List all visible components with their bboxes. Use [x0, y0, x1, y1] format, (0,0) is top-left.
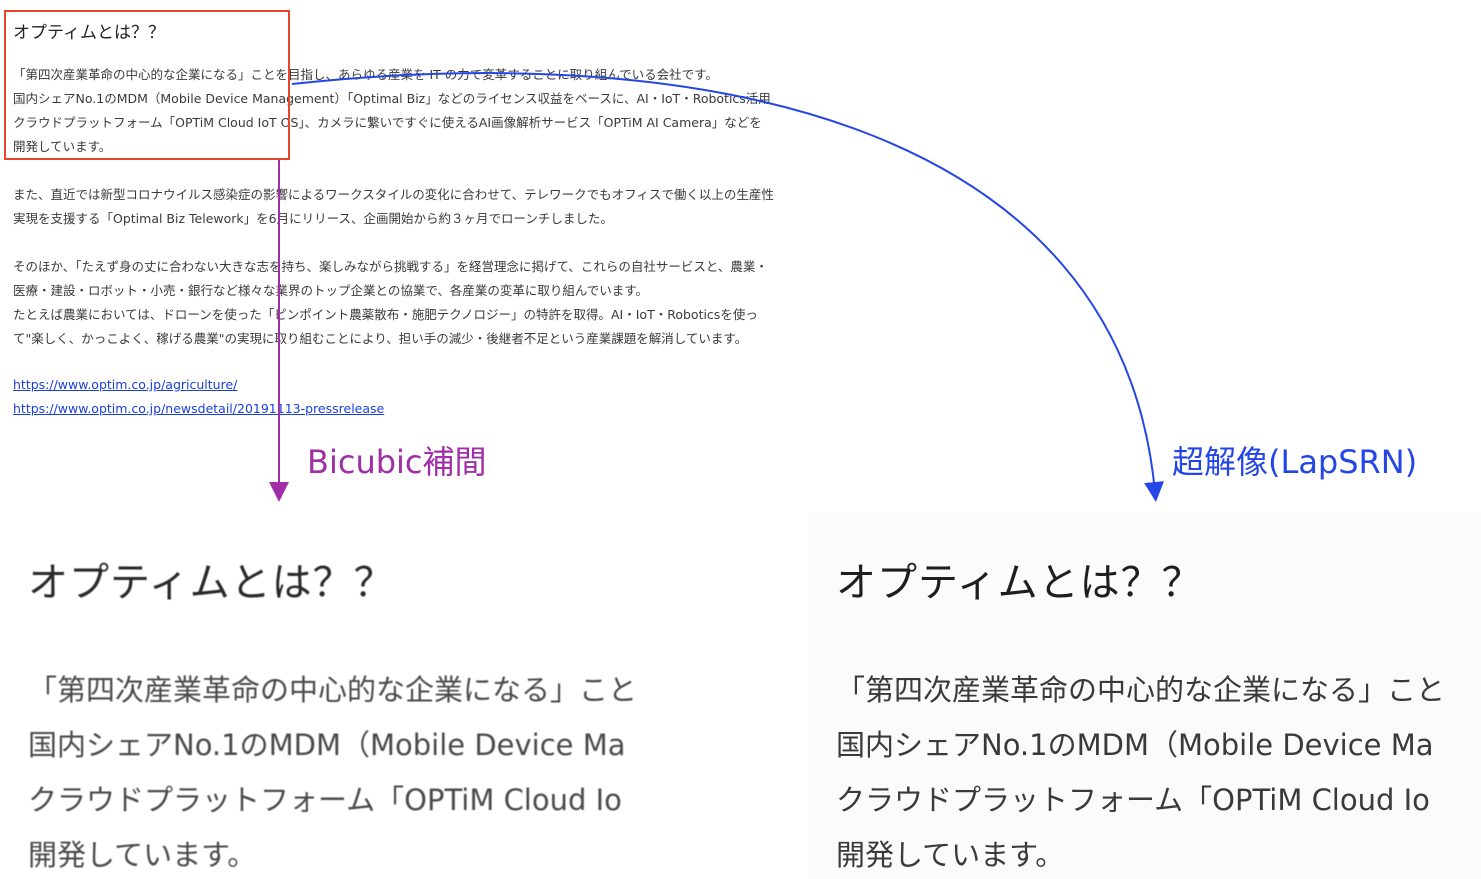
highlight-region-box: [4, 10, 290, 160]
bicubic-label: Bicubic補間: [307, 443, 487, 481]
paragraph-telework: また、直近では新型コロナウイルス感染症の影響によるワークスタイルの変化に合わせて…: [13, 183, 774, 231]
paragraph-line: 医療・建設・ロボット・小売・銀行など様々な業界のトップ企業との協業で、各産業の変…: [13, 283, 649, 298]
super-resolution-zoom-panel: オプティムとは？？ 「第四次産業革命の中心的な企業になる」こと 国内シェアNo.…: [808, 512, 1481, 879]
zoom-line: 開発しています。: [28, 838, 257, 872]
zoom-line: 「第四次産業革命の中心的な企業になる」こと: [836, 673, 1446, 707]
zoom-line: クラウドプラットフォーム「OPTiM Cloud Io: [836, 783, 1430, 817]
paragraph-line: 開発しています。: [13, 139, 112, 154]
paragraph-line: て"楽しく、かっこよく、稼げる農業"の実現に取り組むことにより、担い手の減少・後…: [13, 331, 748, 346]
zoom-title: オプティムとは？？: [28, 560, 395, 606]
document-title: オプティムとは？？: [13, 23, 165, 43]
paragraph-line: また、直近では新型コロナウイルス感染症の影響によるワークスタイルの変化に合わせて…: [13, 187, 774, 202]
pressrelease-link[interactable]: https://www.optim.co.jp/newsdetail/20191…: [13, 401, 385, 416]
zoom-title: オプティムとは？？: [836, 560, 1203, 606]
zoom-line: 国内シェアNo.1のMDM（Mobile Device Ma: [836, 728, 1434, 762]
paragraph-line: 実現を支援する「Optimal Biz Telework」を6月にリリース、企画…: [13, 211, 613, 226]
zoom-line: 開発しています。: [836, 838, 1065, 872]
bicubic-zoom-panel: オプティムとは？？ 「第四次産業革命の中心的な企業になる」こと 国内シェアNo.…: [0, 512, 676, 879]
zoom-line: 「第四次産業革命の中心的な企業になる」こと: [28, 673, 638, 707]
paragraph-line: そのほか、「たえず身の丈に合わない大きな志を持ち、楽しみながら挑戦する」を経営理…: [13, 259, 768, 274]
paragraph-line: たとえば農業においては、ドローンを使った「ピンポイント農薬散布・施肥テクノロジー…: [13, 307, 758, 322]
agriculture-link[interactable]: https://www.optim.co.jp/agriculture/: [13, 377, 238, 392]
paragraph-philosophy: そのほか、「たえず身の丈に合わない大きな志を持ち、楽しみながら挑戦する」を経営理…: [13, 255, 768, 351]
zoom-line: クラウドプラットフォーム「OPTiM Cloud Io: [28, 783, 622, 817]
super-resolution-label: 超解像(LapSRN): [1172, 443, 1418, 481]
zoom-line: 国内シェアNo.1のMDM（Mobile Device Ma: [28, 728, 626, 762]
